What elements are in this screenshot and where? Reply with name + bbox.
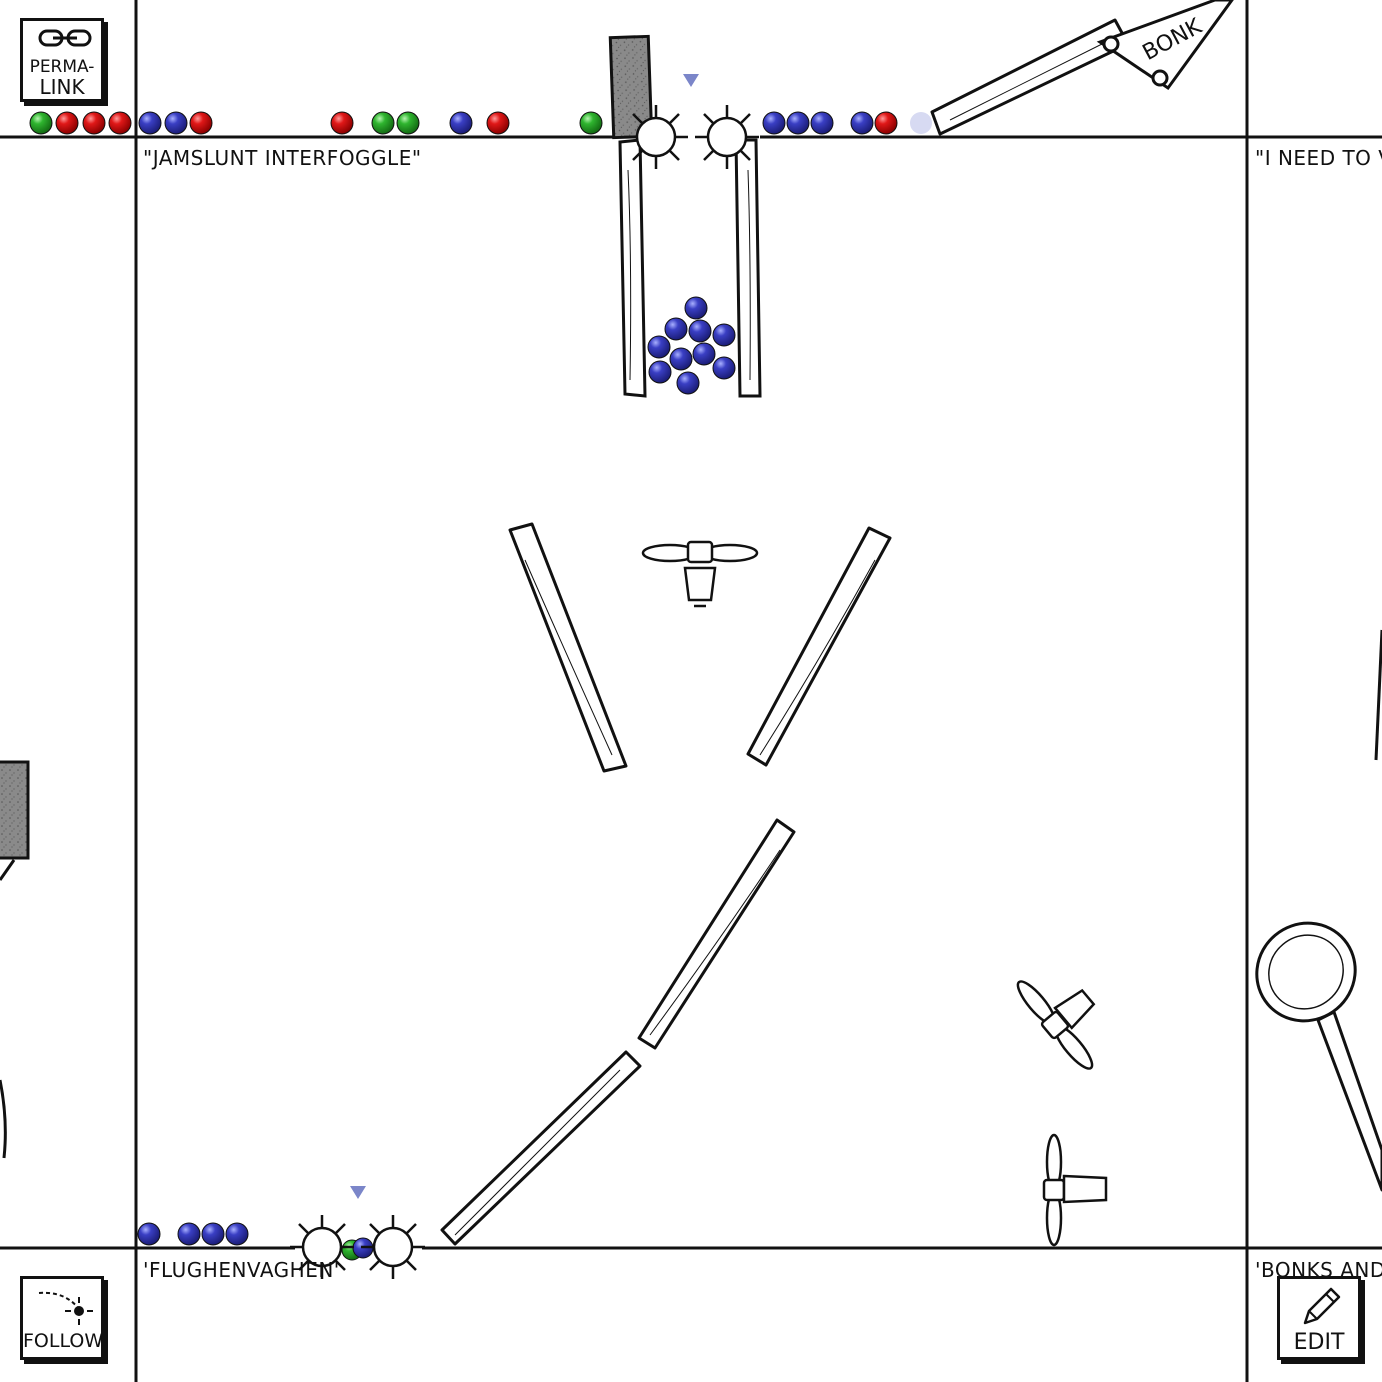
top-marble-row [29, 111, 932, 135]
panel-title-i-need-to: "I NEED TO V [1255, 146, 1382, 170]
link-icon [38, 29, 92, 47]
pencil-icon [1303, 1287, 1341, 1325]
panel-title-flughenvaghen: 'FLUGHENVAGHEN' [143, 1258, 340, 1282]
bonk-mallet [1096, 0, 1234, 91]
wood-planks [440, 18, 1382, 1246]
fan-top [641, 540, 759, 608]
left-edge-ramp [0, 859, 16, 881]
right-edge-ramp [1374, 629, 1382, 761]
edit-label: EDIT [1293, 1330, 1345, 1355]
fan-right-tilted [1016, 980, 1096, 1070]
permalink-label-line2: LINK [39, 75, 85, 99]
spiky-wheels [290, 105, 759, 1279]
chute-walls [618, 138, 762, 398]
permalink-label-line1: PERMA- [29, 57, 95, 77]
drum-hammer [1255, 921, 1357, 1023]
edit-button[interactable]: EDIT [1277, 1276, 1361, 1360]
follow-button[interactable]: FOLLOW [20, 1276, 104, 1360]
fan-right-lower [1042, 1133, 1108, 1247]
panel-title-jamslunt: "JAMSLUNT INTERFOGGLE" [143, 146, 422, 170]
drop-marker-bottom [350, 1186, 366, 1199]
wood-grain [454, 39, 1111, 1236]
left-edge-post [0, 1079, 7, 1159]
follow-target-icon [38, 1291, 93, 1325]
follow-label: FOLLOW [23, 1330, 104, 1352]
permalink-button[interactable]: PERMA- LINK [20, 18, 104, 102]
drop-marker-top [683, 74, 699, 87]
stone-block-left [0, 760, 30, 860]
chute-marble-pile [647, 296, 736, 395]
